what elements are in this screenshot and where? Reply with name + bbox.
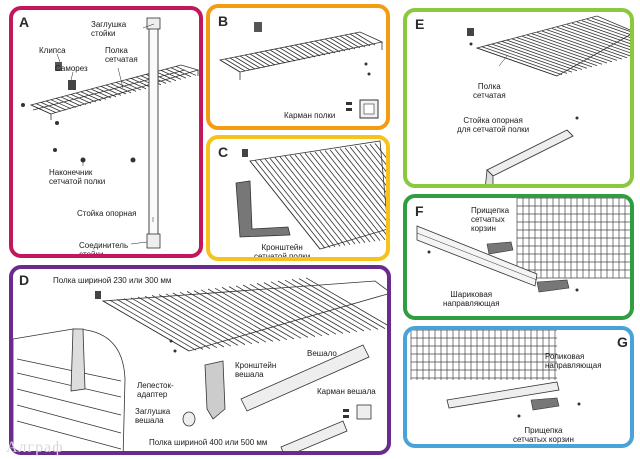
label-clip: Клипса — [39, 46, 66, 55]
label-hanger-cap: Заглушка вешала — [135, 407, 171, 425]
panel-b-drawing — [218, 22, 384, 119]
label-shelf-tip: Наконечник сетчатой полки — [49, 168, 106, 186]
clip2-icon — [68, 80, 76, 90]
panel-b-letter: B — [218, 13, 229, 29]
basket-clip-g — [530, 397, 560, 411]
panel-e-drawing — [467, 15, 630, 184]
panel-f-drawing — [416, 198, 630, 293]
basket-clip-f — [486, 241, 514, 255]
label-rod: Вешало — [307, 349, 337, 358]
hanging-rod — [240, 344, 370, 412]
label-screw: Саморез — [55, 64, 88, 73]
label-basket-clip-f: Прищепка сетчатых корзин — [471, 206, 510, 233]
hanger-pocket — [356, 404, 372, 420]
label-support-e: Стойка опорная для сетчатой полки — [457, 116, 530, 134]
roller-slide — [446, 381, 560, 409]
panel-g-drawing — [410, 330, 581, 418]
wire-shelf-a — [29, 64, 199, 120]
label-petal-adapter: Лепесток- адаптер — [137, 381, 174, 399]
support-post-a — [148, 27, 159, 239]
label-hanger-bracket: Кронштейн вешала — [235, 361, 277, 379]
panel-d: D Полка шириной 230 или 300 — [9, 265, 391, 455]
panel-c-drawing — [235, 140, 386, 250]
label-shelf-a: Полка сетчатая — [105, 46, 138, 64]
panel-f: F Прищепка сетчатых корзин Шариковая нап… — [403, 194, 634, 320]
label-shelf-230-300: Полка шириной 230 или 300 мм — [53, 276, 172, 285]
panel-e: E Полка сетчатая Стойка опорная для сетч… — [403, 8, 634, 188]
basket-f — [516, 198, 630, 279]
panel-c: C Кронштейн сетчатой полки — [206, 135, 390, 261]
watermark: Алграф — [6, 439, 64, 456]
hanger-bracket — [204, 360, 226, 420]
hanger-cap — [182, 411, 196, 427]
post-connector-a — [146, 233, 161, 249]
panel-g: G Роликовая направляющая Прищепка сетчат… — [403, 326, 634, 448]
panel-g-letter: G — [617, 334, 628, 350]
label-ball-slide: Шариковая направляющая — [443, 290, 500, 308]
shelf-support-e — [486, 129, 574, 177]
label-basket-clip-g: Прищепка сетчатых корзин — [513, 426, 574, 444]
label-shelf-400-500: Полка шириной 400 или 500 мм — [149, 438, 268, 447]
panel-c-letter: C — [218, 144, 229, 160]
panel-a-drawing — [21, 17, 199, 249]
label-post-connector: Соединитель стойки — [79, 241, 129, 258]
panel-d-letter: D — [19, 272, 30, 288]
basket-g — [410, 330, 557, 380]
post-cap-a — [146, 17, 161, 30]
label-roller-slide: Роликовая направляющая — [545, 352, 602, 370]
label-hanger-pocket: Карман вешала — [317, 387, 376, 396]
panel-d-drawing — [13, 277, 387, 451]
label-shelf-bracket: Кронштейн сетчатой полки — [254, 243, 311, 261]
panel-a: A Заглушка стойки Клипс — [9, 6, 203, 258]
panel-b: B Карман полки — [206, 4, 390, 130]
shelf-bracket-c — [235, 180, 291, 238]
clip-icon — [55, 62, 62, 71]
label-shelf-e: Полка сетчатая — [473, 82, 506, 100]
panel-a-letter: A — [19, 14, 30, 30]
ball-slide — [416, 225, 538, 287]
label-shelf-pocket: Карман полки — [284, 111, 336, 120]
label-support-post: Стойка опорная — [77, 209, 137, 218]
petal-adapter — [70, 328, 86, 392]
panel-f-letter: F — [415, 203, 424, 219]
label-post-cap: Заглушка стойки — [91, 20, 127, 38]
panel-e-letter: E — [415, 16, 425, 32]
